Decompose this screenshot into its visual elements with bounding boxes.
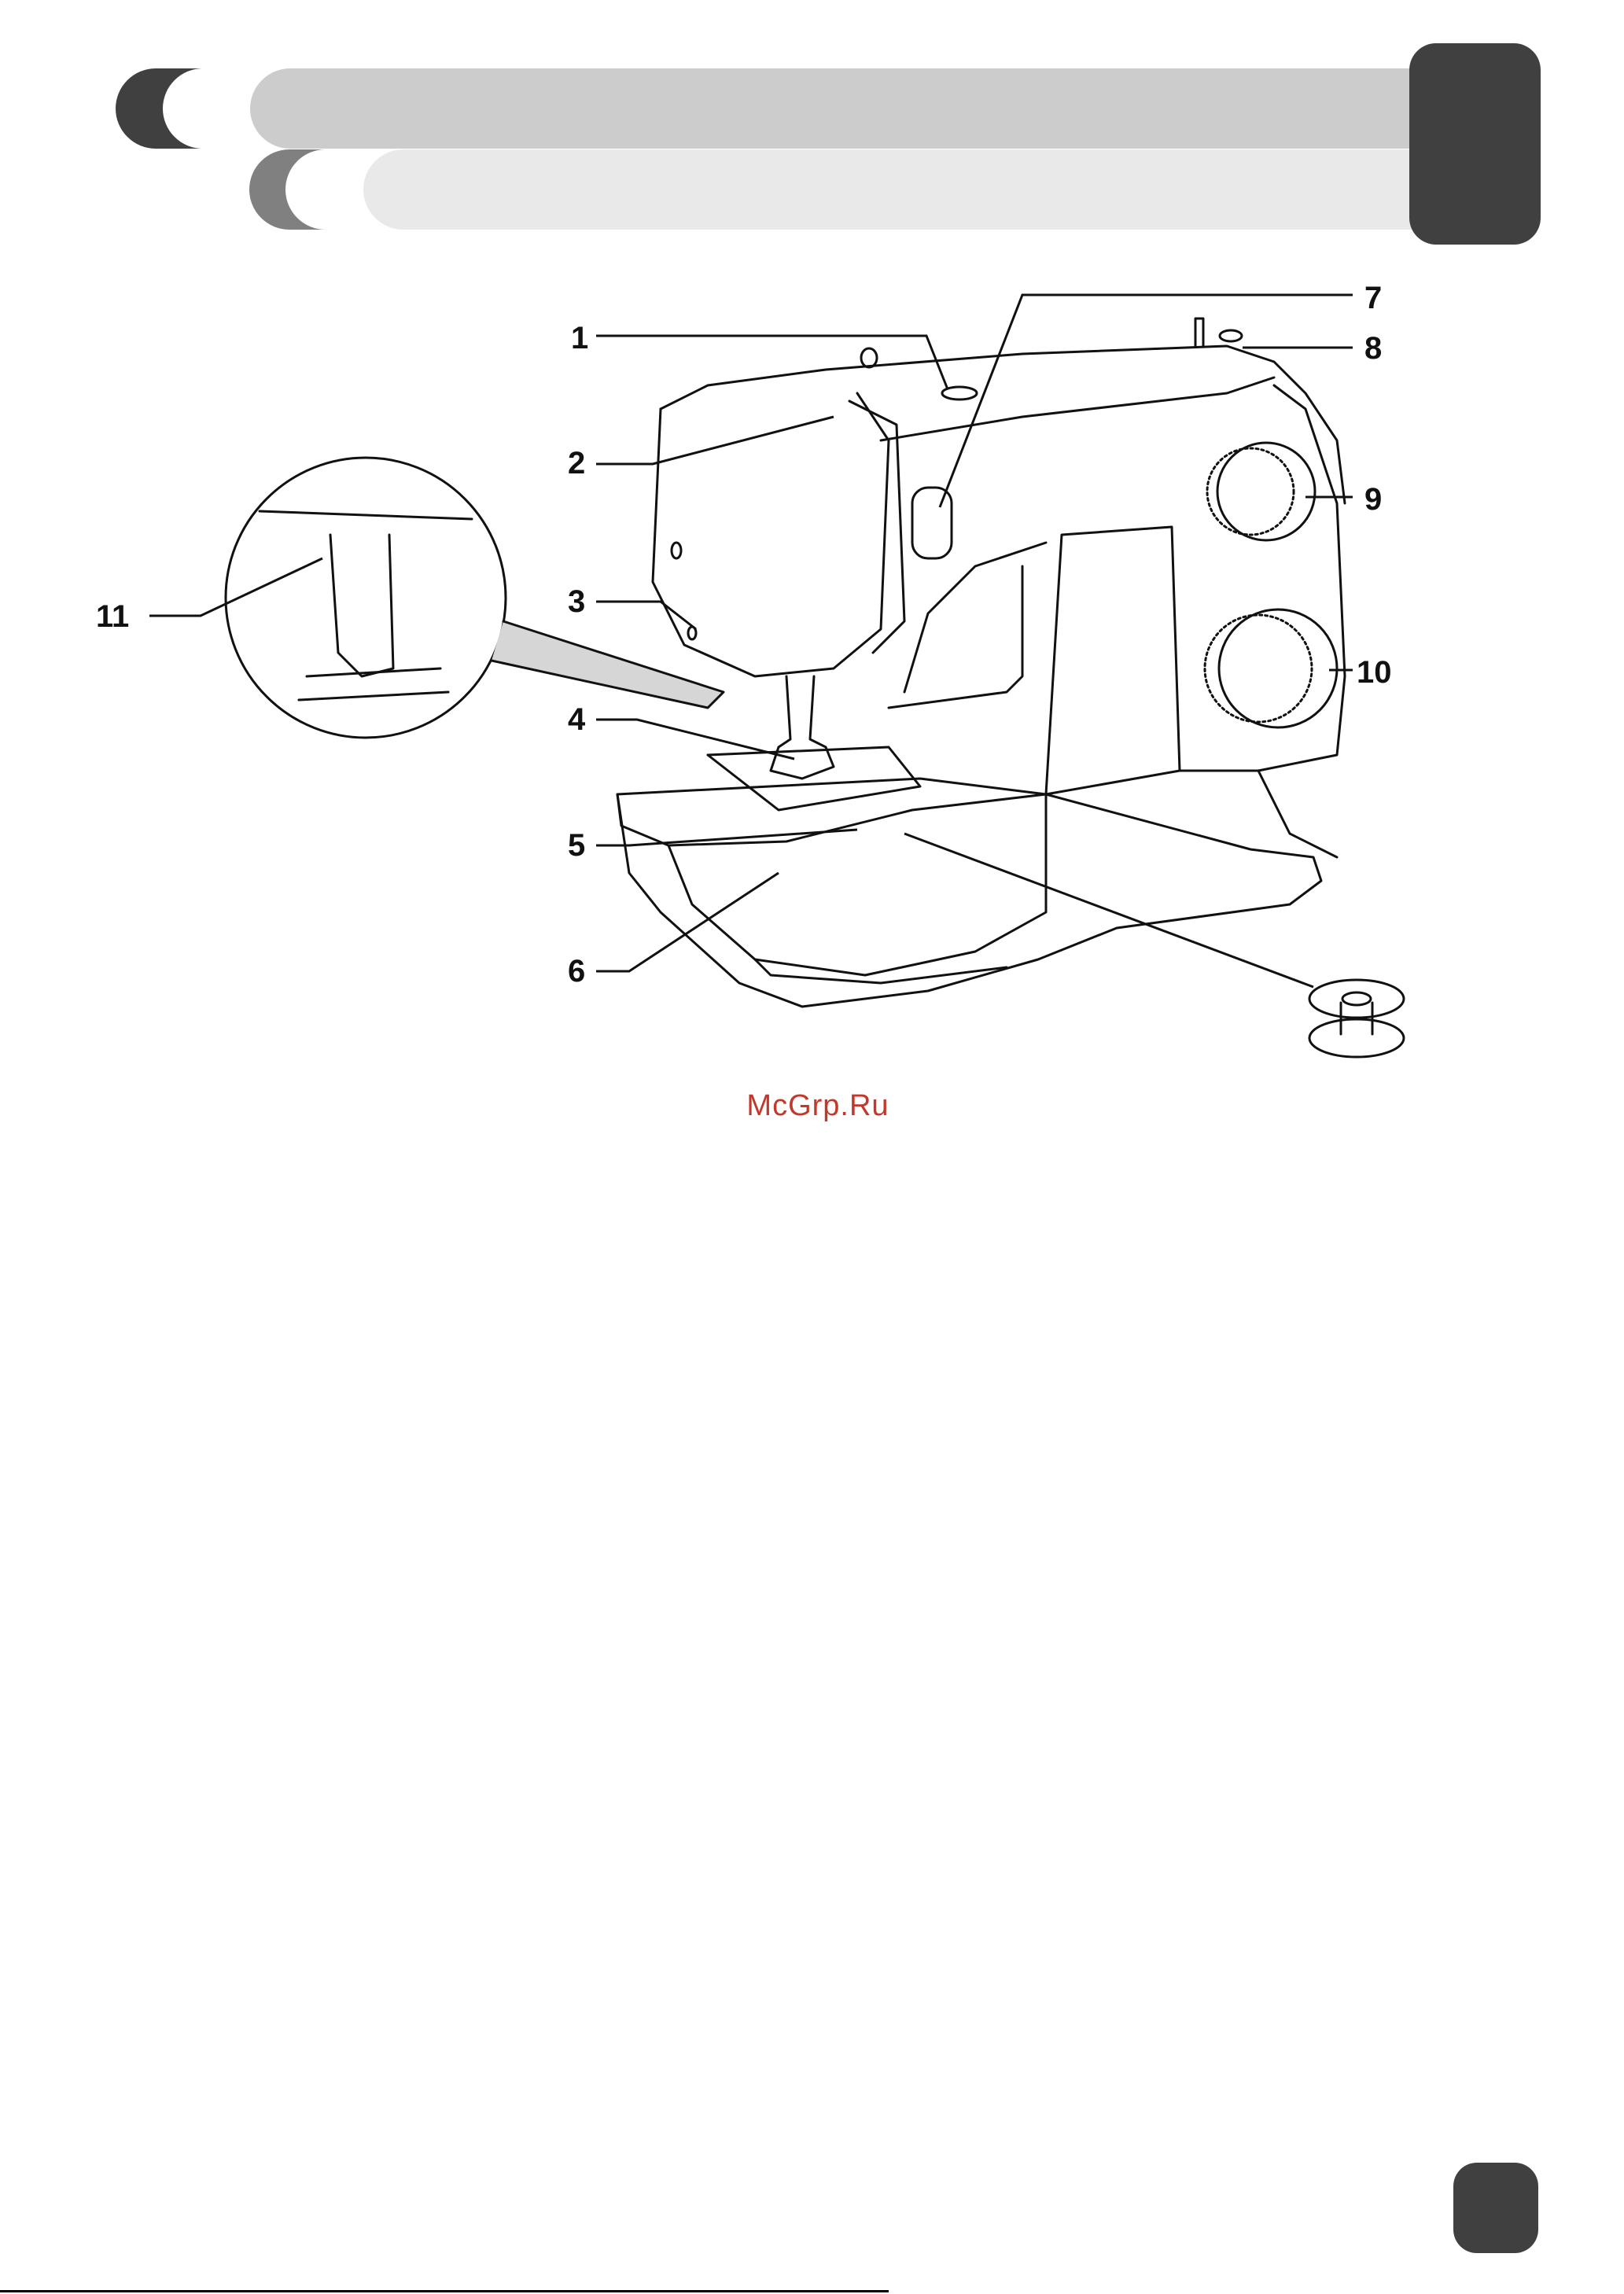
callout-11: 11 [96,599,129,634]
callout-6: 6 [568,954,585,989]
machine-pillar [1046,527,1180,794]
sewing-machine-figure: 1 2 3 4 5 6 7 8 9 10 11 [0,0,1624,1140]
dial-9 [1207,443,1315,540]
callout-5: 5 [568,828,585,863]
callout-1: 1 [571,321,588,355]
callout-2: 2 [568,446,585,481]
callout-10: 10 [1357,655,1392,690]
watermark: McGrp.Ru [708,1089,928,1123]
spool-pin [1195,319,1203,346]
bobbin-illustration [1309,980,1404,1057]
presser-foot [771,676,834,779]
footer-rule [0,2290,889,2292]
dial-10 [1205,609,1337,727]
magnified-foot-detail [226,458,506,738]
callout-8: 8 [1364,331,1382,366]
callout-9: 9 [1364,482,1382,517]
needle-plate [708,747,920,810]
machine-arm [661,346,1345,503]
callout-3: 3 [568,584,585,619]
callout-7: 7 [1364,281,1382,315]
page-number-tab [1453,2163,1538,2253]
callout-4: 4 [568,702,586,737]
